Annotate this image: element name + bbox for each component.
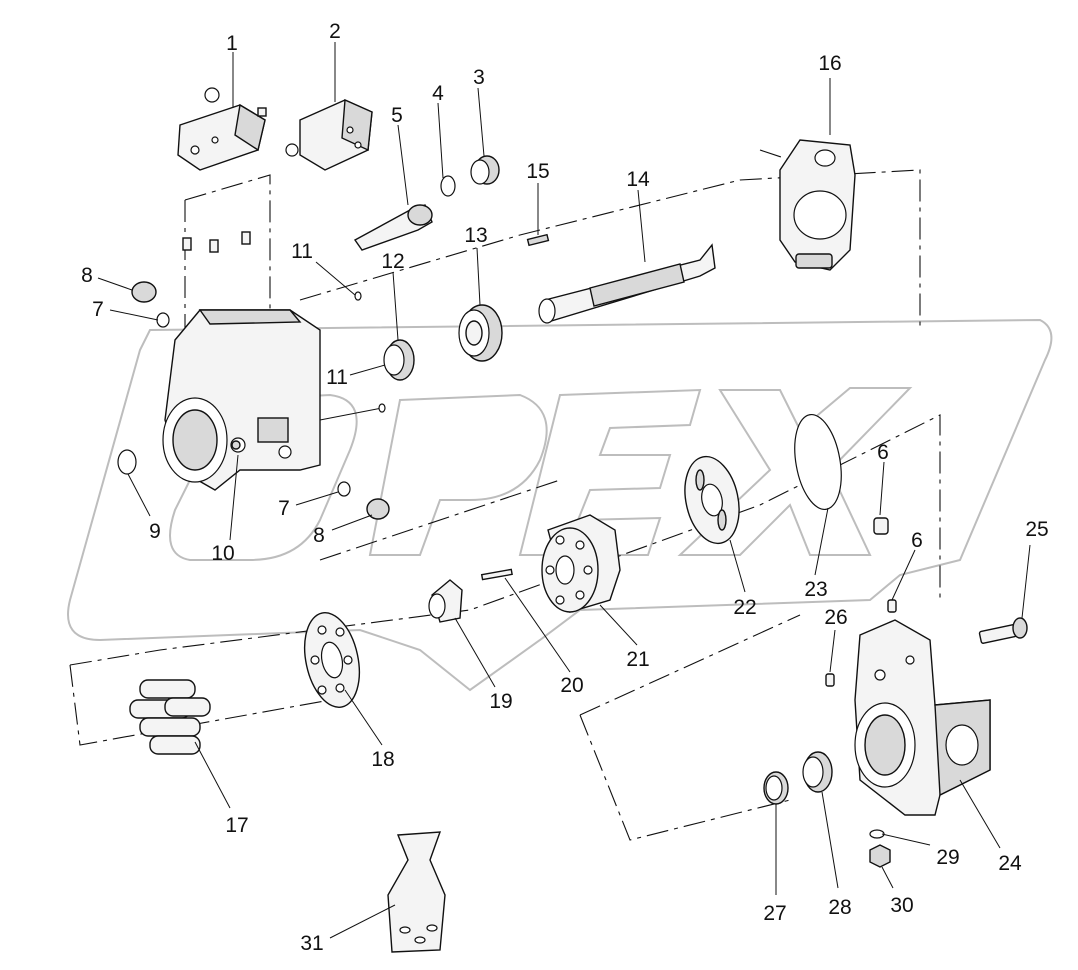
callout-22: 22 [733,596,756,619]
callout-6a: 6 [877,441,889,464]
callout-11b: 11 [326,366,348,389]
callout-26: 26 [824,606,847,629]
part-23-large-o-ring [794,413,842,511]
callout-29: 29 [936,846,959,869]
callout-8b: 8 [313,524,325,547]
housing-bolts [182,231,251,253]
callout-21: 21 [626,648,649,671]
alignment-lines [69,149,941,841]
callout-9: 9 [149,520,161,543]
callout-1: 1 [226,32,238,55]
part-6-dowel-pin-b [887,599,897,613]
part-21-cylinder-block [541,514,621,613]
callout-30: 30 [890,894,913,917]
part-28-bearing-ring [802,751,833,793]
part-17-piston-set [129,679,211,755]
part-20-pin [480,568,513,581]
pump-housing [162,309,321,491]
part-24-port-housing [854,619,991,816]
callout-19: 19 [489,690,512,713]
callout-27: 27 [763,902,786,925]
part-6-dowel-pin-a [873,517,889,535]
callout-7a: 7 [92,298,104,321]
callout-13: 13 [464,224,487,247]
part-2-pressure-regulator [285,98,373,171]
callout-17: 17 [225,814,248,837]
part-31-grease-bag [387,831,446,953]
callout-11a: 11 [291,240,313,263]
part-29-washer [869,829,885,839]
callout-16: 16 [818,52,841,75]
callout-12: 12 [381,250,404,273]
part-16-end-cover [779,139,856,271]
part-19-retainer-ball [428,579,463,623]
part-8-plug-top [131,281,157,303]
part-7-seal-ring-bottom [337,481,351,497]
callout-24: 24 [998,852,1022,875]
part-7-seal-ring-top [156,312,170,328]
callout-14: 14 [626,168,650,191]
callout-15: 15 [526,160,549,183]
part-22-valve-plate [684,455,740,545]
part-4-o-ring [440,175,456,197]
callout-28: 28 [828,896,851,919]
callout-5: 5 [391,104,403,127]
part-1-control-valve [177,87,267,171]
callout-7b: 7 [278,497,290,520]
callout-2: 2 [329,20,341,43]
callout-18: 18 [371,748,394,771]
part-14-drive-shaft [538,243,716,324]
callout-6b: 6 [911,529,923,552]
part-8-plug-bottom [366,498,390,520]
part-30-nut [869,844,891,868]
callout-31: 31 [300,932,323,955]
callout-20: 20 [560,674,583,697]
part-13-bearing [458,304,503,362]
callout-10: 10 [211,542,234,565]
part-27-seal-ring [763,771,789,805]
part-9-snap-ring [117,449,137,475]
part-15-key [526,233,550,247]
part-18-retaining-plate [303,612,361,708]
part-11-rod-bottom [319,403,386,421]
part-25-cap-screw [978,617,1028,644]
part-5-adjusting-screw [353,204,433,251]
part-26-small-screw [825,673,835,687]
callout-4: 4 [432,82,444,105]
callout-labels: 1 2 3 4 5 6 6 7 7 8 8 9 10 11 11 12 13 1… [81,20,1049,955]
part-3-plug-cap [470,155,500,185]
callout-3: 3 [473,66,485,89]
callout-25: 25 [1025,518,1048,541]
callout-8a: 8 [81,264,93,287]
part-10-plug [231,440,241,450]
part-12-shaft-seal [383,339,415,381]
leader-lines [97,42,1031,939]
callout-23: 23 [804,578,827,601]
part-11-rod-top [354,291,362,301]
